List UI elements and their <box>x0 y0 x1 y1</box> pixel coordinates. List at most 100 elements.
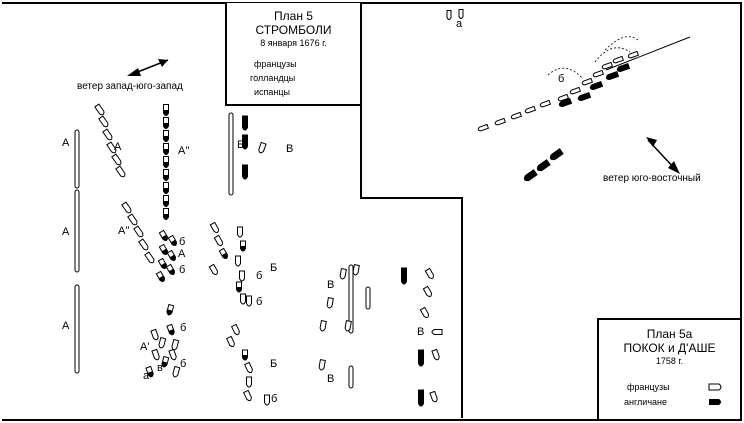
ship-icon <box>344 320 352 332</box>
ship-icon <box>429 390 438 403</box>
ship-column-icon <box>228 112 234 196</box>
label-b1: б <box>179 236 186 248</box>
ship-icon <box>166 323 175 336</box>
label-b2: б <box>179 264 186 276</box>
label-A-prime: А' <box>140 341 150 353</box>
ship-icon <box>240 293 246 305</box>
ship-icon <box>167 234 177 247</box>
ship-icon <box>240 240 246 252</box>
ship-icon <box>424 267 434 280</box>
ship-icon <box>419 306 429 319</box>
ship-icon <box>569 86 582 95</box>
ship-icon <box>133 225 144 238</box>
ship-icon <box>225 335 235 348</box>
legend-dutch-label: голландцы <box>250 73 296 83</box>
ship-icon <box>158 336 167 349</box>
ship-icon <box>589 80 604 91</box>
label-V4: В <box>417 326 425 338</box>
ship-icon <box>458 9 464 19</box>
ship-icon <box>121 201 132 214</box>
label-A3: А <box>62 320 70 332</box>
ship-icon <box>115 165 126 178</box>
ship-column-icon <box>348 264 354 334</box>
ship-icon <box>605 70 620 81</box>
legend-spanish-label: испанцы <box>254 87 290 97</box>
ship-icon <box>536 159 551 172</box>
wind-label-left: ветер запад-юго-запад <box>77 81 183 92</box>
label-V3: В <box>327 373 335 385</box>
ship-icon <box>401 267 407 285</box>
ship-icon <box>158 243 168 256</box>
plan5-frame <box>360 5 463 418</box>
ship-column-icon <box>348 365 354 389</box>
ship-icon <box>165 263 175 276</box>
ship-icon <box>218 247 228 260</box>
ship-icon <box>163 130 169 142</box>
label-A2: А <box>62 226 70 238</box>
label-V2: В <box>327 279 335 291</box>
ship-icon <box>477 123 490 132</box>
ship-icon <box>264 394 270 406</box>
label-A-double-prime-1: А'' <box>178 145 190 157</box>
french-track-dashed <box>547 36 639 79</box>
ship-icon <box>431 348 440 361</box>
label-B2: Б <box>270 262 278 274</box>
ship-icon <box>581 77 594 86</box>
ship-icon <box>171 338 180 351</box>
plan5a-date: 1758 г. <box>655 355 684 366</box>
plan5a-name: ПОКОК и Д'АШЕ <box>623 340 716 355</box>
label-b3: б <box>256 270 263 282</box>
ship-icon <box>230 323 240 336</box>
ship-icon <box>352 264 360 276</box>
ship-icon <box>242 349 248 361</box>
ship-icon <box>319 320 327 332</box>
ship-icon <box>601 61 614 70</box>
ship-icon <box>163 195 169 207</box>
ship-icon <box>145 365 154 378</box>
ship-icon <box>422 285 432 298</box>
ship-icon <box>213 234 223 247</box>
ship-icon <box>163 169 169 181</box>
ship-icon <box>98 115 109 128</box>
ship-icon <box>246 295 252 307</box>
wind-label-right: ветер юго-восточный <box>603 173 701 184</box>
ship-icon <box>549 148 564 161</box>
ship-icon <box>242 115 248 131</box>
ship-icon <box>418 349 424 367</box>
ship-icon <box>138 238 149 251</box>
ship-icon <box>236 281 242 293</box>
ship-icon <box>209 221 219 234</box>
ship-column-icon <box>74 284 80 374</box>
ship-icon <box>166 249 176 262</box>
ship-icon <box>111 153 122 166</box>
ship-icon <box>150 328 159 341</box>
ship-icon <box>235 255 241 267</box>
label-A1: А <box>62 137 70 149</box>
ship-icon <box>243 361 253 374</box>
ship-icon <box>163 156 169 168</box>
ship-icon <box>94 103 105 116</box>
ship-icon <box>592 69 605 78</box>
ship-icon <box>524 105 537 114</box>
ship-icon <box>246 376 252 388</box>
ship-icon <box>157 257 167 270</box>
ship-icon <box>431 329 443 335</box>
ship-icon <box>106 141 117 154</box>
ship-icon <box>163 208 169 220</box>
label-b8: б <box>558 73 565 85</box>
ship-icon <box>155 270 165 283</box>
ship-icon <box>326 297 334 309</box>
ship-icon <box>318 359 326 371</box>
label-a2: а <box>456 18 463 30</box>
ship-icon <box>510 111 523 120</box>
label-V1: В <box>286 143 294 155</box>
ship-icon <box>627 50 640 59</box>
ship-icon <box>557 93 570 102</box>
ship-icon <box>158 229 168 242</box>
label-B3: Б <box>270 358 278 370</box>
ship-icon <box>172 365 181 378</box>
ship-icon <box>166 303 175 316</box>
plan5-name: СТРОМБОЛИ <box>255 22 332 37</box>
